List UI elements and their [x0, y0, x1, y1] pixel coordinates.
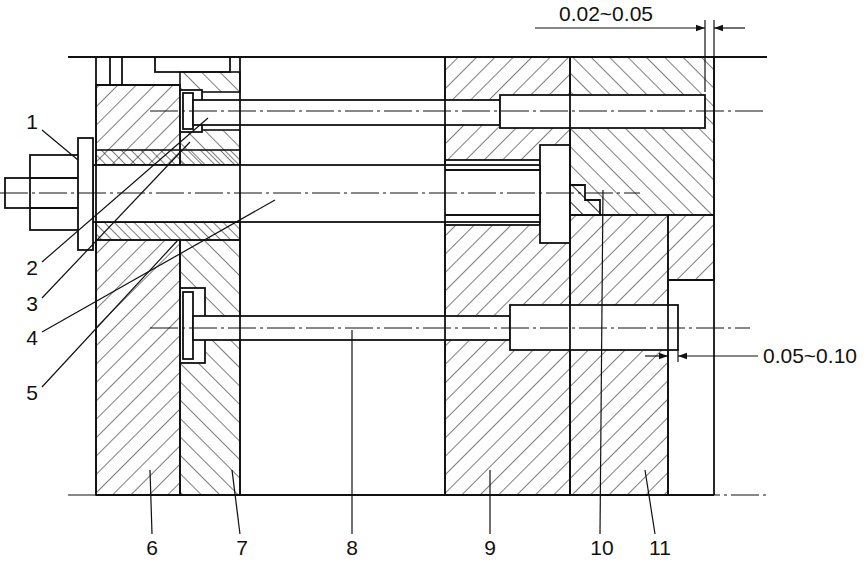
washer — [78, 138, 93, 250]
callout-number: 9 — [482, 536, 498, 559]
callout-number: 7 — [234, 536, 250, 559]
bolt-step — [445, 214, 540, 216]
nut-edge — [30, 177, 80, 179]
plate-7-top — [180, 72, 240, 92]
plate-10-step — [570, 185, 600, 215]
outlines — [68, 57, 767, 495]
bolt-head — [540, 145, 570, 243]
nut-edge — [30, 207, 80, 209]
bolt-step — [445, 169, 540, 171]
callout-number: 3 — [24, 292, 40, 315]
callout-number: 11 — [647, 536, 673, 559]
dimension-text: 0.02~0.05 — [557, 2, 655, 25]
callout-number: 8 — [344, 536, 360, 559]
guide-pin-shank — [193, 100, 500, 125]
callout-number: 10 — [588, 536, 615, 559]
dimension-text: 0.05~0.10 — [761, 344, 859, 367]
white-parts — [5, 90, 705, 363]
plate-11-step — [668, 215, 714, 280]
plate-strip — [96, 222, 240, 240]
hatched-plates — [96, 57, 714, 495]
callout-number: 4 — [24, 326, 40, 349]
leader-lines — [42, 118, 655, 534]
dimension-lines — [535, 20, 758, 362]
callout-number: 6 — [144, 536, 160, 559]
pin-8-head — [183, 292, 193, 359]
callout-number: 5 — [24, 381, 40, 404]
plate-10 — [570, 57, 714, 215]
callout-number: 2 — [24, 256, 40, 279]
plate-7 — [180, 240, 240, 495]
center-lines — [0, 111, 767, 495]
callout-number: 1 — [24, 110, 40, 133]
plate-11 — [570, 215, 668, 495]
